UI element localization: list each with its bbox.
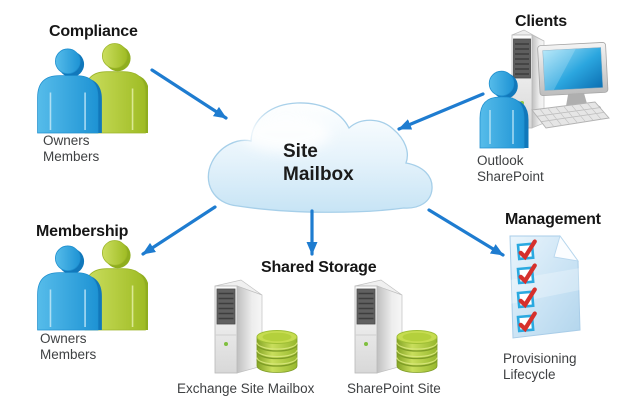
arrow-compliance-to-cloud: [150, 68, 228, 120]
exchange-site-mailbox-label: Exchange Site Mailbox: [177, 381, 315, 396]
site-mailbox-label: Site Mailbox: [283, 141, 354, 185]
compliance-users-icon: [36, 43, 148, 134]
arrow-cloud-to-membership: [141, 205, 217, 256]
sharepoint-site-label: SharePoint Site: [347, 381, 441, 396]
compliance-caption: Owners Members: [43, 133, 100, 164]
client-computer-icon: [479, 29, 610, 149]
compliance-heading: Compliance: [49, 23, 138, 40]
arrow-clients-to-cloud: [397, 92, 485, 131]
shared-storage-heading: Shared Storage: [261, 259, 377, 276]
arrow-cloud-to-management: [427, 208, 505, 257]
exchange-server-database-icon: [214, 279, 298, 374]
provisioning-checklist-icon: [510, 236, 580, 338]
sharepoint-server-database-icon: [354, 279, 438, 374]
management-caption: Provisioning Lifecycle: [503, 351, 577, 382]
clients-heading: Clients: [515, 13, 567, 30]
site-mailbox-cloud: [207, 102, 433, 213]
management-heading: Management: [505, 211, 601, 228]
membership-caption: Owners Members: [40, 331, 97, 362]
clients-caption: Outlook SharePoint: [477, 153, 544, 184]
membership-users-icon: [36, 240, 148, 331]
membership-heading: Membership: [36, 223, 129, 240]
